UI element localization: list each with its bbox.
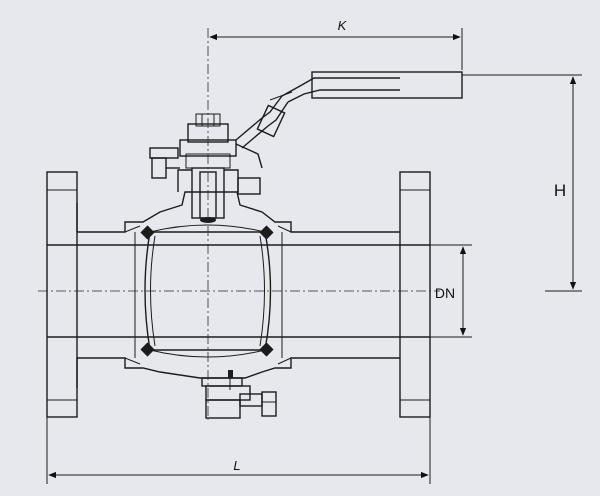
- right-flange: [399, 171, 431, 418]
- dimension-k: K: [209, 18, 463, 70]
- l-label: L: [233, 458, 240, 473]
- seat-seal: [259, 225, 274, 240]
- ball: [140, 224, 274, 358]
- dimension-l: L: [46, 417, 431, 484]
- seat-seal: [140, 342, 155, 357]
- seat-seal: [140, 225, 155, 240]
- dimension-h: H: [462, 74, 582, 292]
- left-flange: [46, 171, 78, 418]
- k-label: K: [338, 18, 348, 33]
- lever-handle: [235, 71, 463, 149]
- dn-label: DN: [435, 285, 455, 301]
- dimension-dn: DN: [430, 244, 472, 338]
- bottom-plug: [201, 370, 277, 419]
- seat-seal: [259, 342, 274, 357]
- h-label: H: [554, 181, 566, 200]
